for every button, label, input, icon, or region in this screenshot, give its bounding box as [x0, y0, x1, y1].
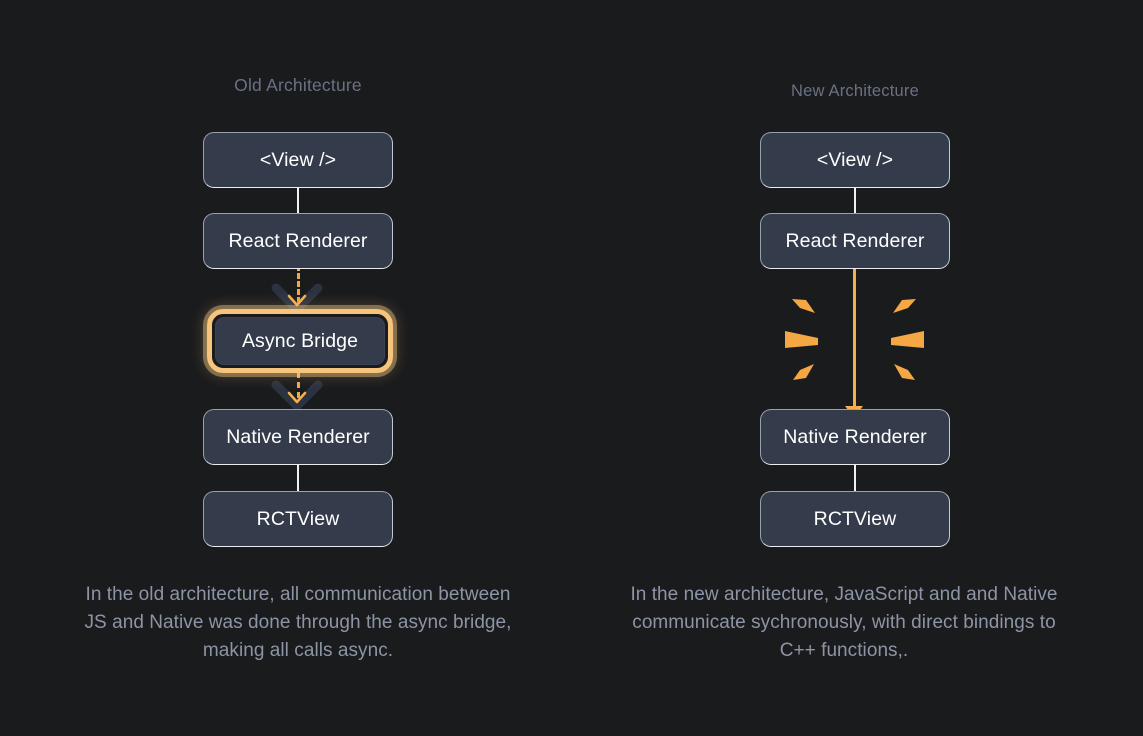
- burst-spark-left-middle: [785, 331, 818, 348]
- connector-react-to-bridge-left: [297, 265, 300, 303]
- burst-spark-left-lower: [793, 364, 814, 380]
- burst-spark-right-upper: [893, 299, 916, 313]
- connector-react-to-native-right: [853, 262, 856, 416]
- connector-view-to-react-right: [854, 186, 856, 216]
- connector-view-to-react-left: [297, 186, 299, 216]
- highlight-ring-async-bridge: [207, 309, 393, 373]
- caption-new-architecture: In the new architecture, JavaScript and …: [630, 584, 1058, 661]
- node-old-async-bridge[interactable]: Async Bridge: [215, 317, 385, 365]
- node-old-view[interactable]: <View />: [203, 132, 393, 188]
- node-new-rctview[interactable]: RCTView: [760, 491, 950, 547]
- burst-spark-right-middle: [891, 331, 924, 348]
- node-new-react-renderer[interactable]: React Renderer: [760, 213, 950, 269]
- connector-native-to-rctview-right: [854, 463, 856, 493]
- connector-native-to-rctview-left: [297, 463, 299, 493]
- column-title-old-architecture: Old Architecture: [234, 75, 362, 95]
- node-old-native-renderer[interactable]: Native Renderer: [203, 409, 393, 465]
- node-new-view[interactable]: <View />: [760, 132, 950, 188]
- burst-spark-left-upper: [792, 299, 815, 313]
- node-new-native-renderer[interactable]: Native Renderer: [760, 409, 950, 465]
- column-title-new-architecture: New Architecture: [791, 82, 919, 100]
- caption-old-architecture: In the old architecture, all communicati…: [84, 584, 512, 661]
- burst-spark-right-lower: [894, 364, 915, 380]
- connector-bridge-to-native-left: [297, 372, 300, 408]
- node-old-react-renderer[interactable]: React Renderer: [203, 213, 393, 269]
- node-old-rctview[interactable]: RCTView: [203, 491, 393, 547]
